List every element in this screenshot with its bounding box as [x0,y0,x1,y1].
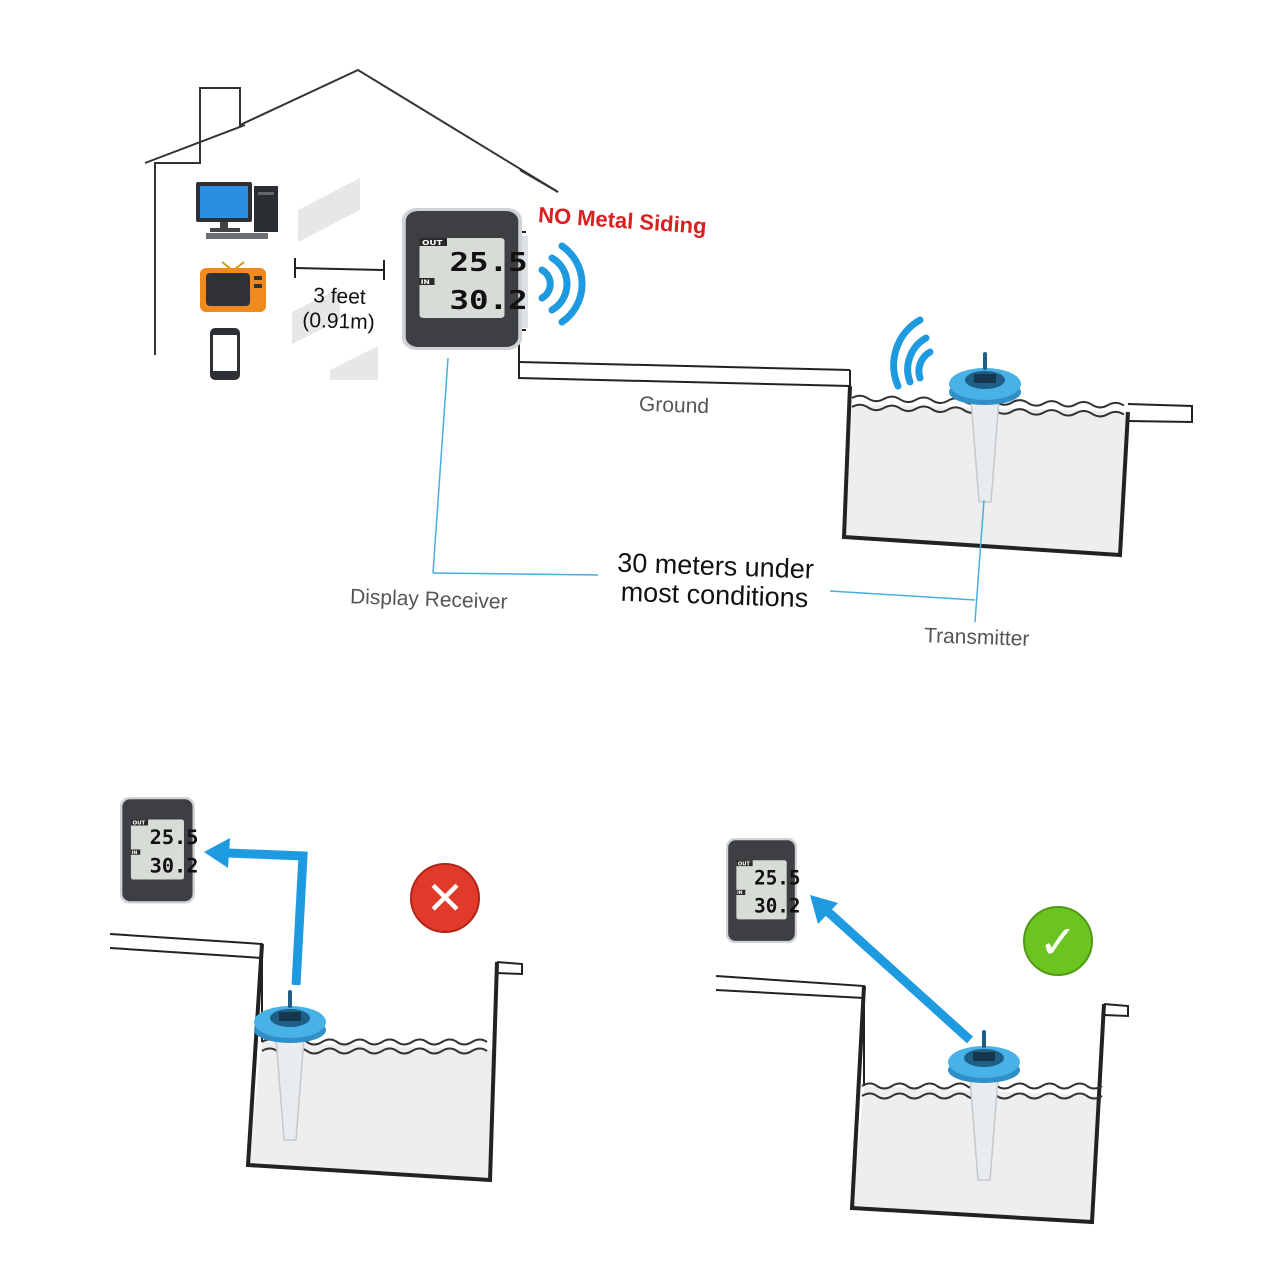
display-receiver-right [726,838,801,944]
signal-path-right [810,895,974,1044]
wifi-signal-icon [890,316,934,390]
display-receiver [402,208,528,350]
pool-main [841,385,1193,558]
wifi-signal-icon [538,242,586,326]
svg-text:✓: ✓ [1039,915,1078,969]
correct-icon: ✓ [1023,906,1093,976]
phone-icon [210,328,240,380]
wrong-icon: ✕ [410,863,480,933]
siding-strip [520,236,528,328]
ground-line [518,340,851,387]
obstacle-wall [292,178,378,380]
ground-label: Ground [638,392,710,419]
house-outline [144,68,559,355]
tv-icon [200,261,266,312]
distance-label: 3 feet (0.91m) [295,283,383,336]
svg-text:✕: ✕ [426,871,465,925]
distance-indicator [294,258,385,280]
distance-feet: 3 feet [312,284,367,309]
range-label: 30 meters under most conditions [601,548,829,614]
pool-right [715,975,1129,1225]
signal-path-wrong [204,838,308,986]
display-receiver-wrong [120,797,199,904]
computer-icon [196,182,278,239]
distance-meters: (0.91m) [301,308,376,335]
transmitter-label: Transmitter [923,624,1030,651]
range-indicator [432,357,985,623]
pool-wrong [109,933,523,1183]
